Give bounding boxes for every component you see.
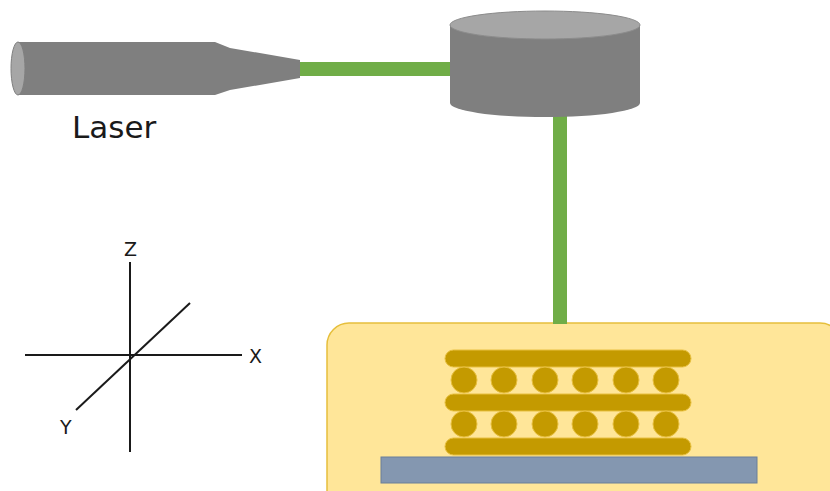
laser-beam [553,112,567,324]
woodpile-structure [445,350,691,455]
laser-label: Laser [72,112,156,143]
resin-vat [327,323,830,491]
scanner [450,11,640,117]
axes [25,262,242,452]
laser-beam [300,62,452,76]
axis-label: Y [60,418,72,437]
axis-label: X [249,347,262,366]
axis-label: Z [124,240,137,259]
platform [381,457,757,483]
laser [11,42,300,95]
